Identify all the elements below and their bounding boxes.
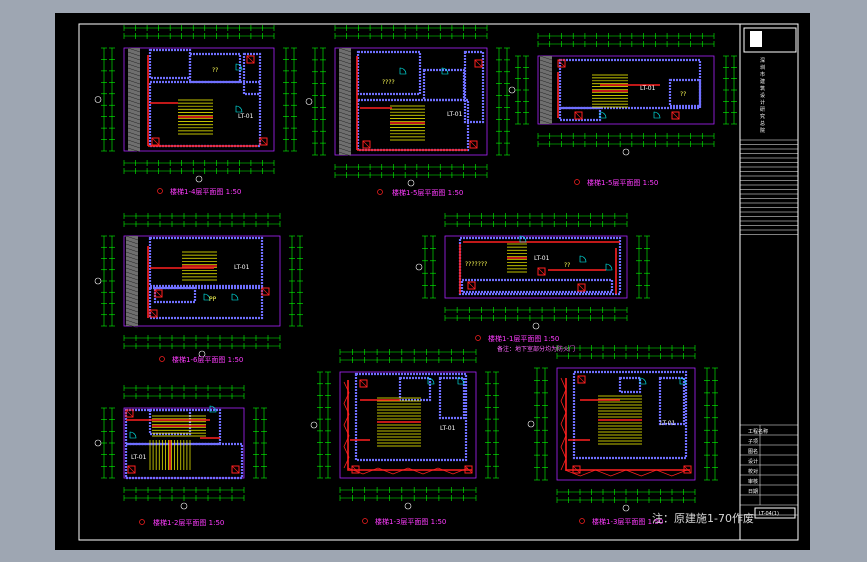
stair-plan-5	[415, 213, 650, 330]
plan-title-8: 楼梯1-3层平面图 1:50	[592, 518, 664, 526]
room-tag-4: ???????	[465, 261, 488, 268]
title-block-row-4: 设计	[748, 459, 759, 465]
plan-label-2: LT-01	[447, 111, 463, 118]
middle-note: 备注：地下室部分均为防火门	[497, 346, 576, 353]
room-tag-2: ????	[382, 79, 395, 86]
section-marker	[362, 518, 368, 524]
plan-label-5: LT-01	[534, 255, 550, 262]
plan-label-7: LT-01	[440, 425, 456, 432]
plan-label-3: LT-01	[640, 85, 656, 92]
plan-title-2: 楼梯1-5层平面图 1:50	[392, 189, 464, 197]
title-block-row-7: 日期	[748, 489, 759, 495]
section-marker	[159, 356, 165, 362]
room-tag-1: ??	[212, 67, 219, 74]
section-marker	[157, 188, 163, 194]
stair-plan-1	[94, 25, 297, 183]
stair-plan-2	[305, 25, 510, 187]
stair-plan-6	[94, 385, 267, 510]
title-block-row-6: 审核	[748, 479, 759, 485]
room-tag-6: PP	[209, 296, 217, 303]
plan-title-4: 楼梯1-6层平面图 1:50	[172, 356, 244, 364]
big-note: 注：原建施1-70作废	[652, 512, 754, 525]
sheet-frame	[78, 23, 799, 541]
section-marker	[139, 519, 145, 525]
section-marker	[574, 179, 580, 185]
room-tag-5: ??	[564, 262, 571, 269]
plan-label-8: LT-01	[660, 420, 676, 427]
stair-plan-4	[94, 213, 303, 358]
title-block-row-2: 子项	[748, 439, 759, 445]
title-block-vertical-text: 深圳市建筑设计研究总院	[760, 58, 766, 134]
title-block-row-3: 图名	[748, 449, 759, 455]
plan-label-1: LT-01	[238, 113, 254, 120]
section-marker	[475, 335, 481, 341]
section-marker	[579, 518, 585, 524]
plan-title-7: 楼梯1-3层平面图 1:50	[375, 518, 447, 526]
plan-label-4: LT-01	[234, 264, 250, 271]
title-block	[739, 24, 798, 540]
drawing-number: LT-04(1)	[759, 511, 779, 517]
room-tag-3: ??	[680, 91, 687, 98]
section-marker	[377, 189, 383, 195]
plan-title-6: 楼梯1-2层平面图 1:50	[153, 519, 225, 527]
plan-title-1: 楼梯1-4层平面图 1:50	[170, 188, 242, 196]
plan-title-3: 楼梯1-5层平面图 1:50	[587, 179, 659, 187]
plan-label-6: LT-01	[131, 454, 147, 461]
title-block-row-5: 校对	[748, 469, 759, 475]
plan-title-5: 楼梯1-1层平面图 1:50	[488, 335, 560, 343]
stair-plan-8	[527, 345, 718, 512]
title-block-row-1: 工程名称	[748, 429, 769, 435]
stair-plan-3	[508, 33, 737, 156]
stair-plan-7	[310, 349, 499, 510]
